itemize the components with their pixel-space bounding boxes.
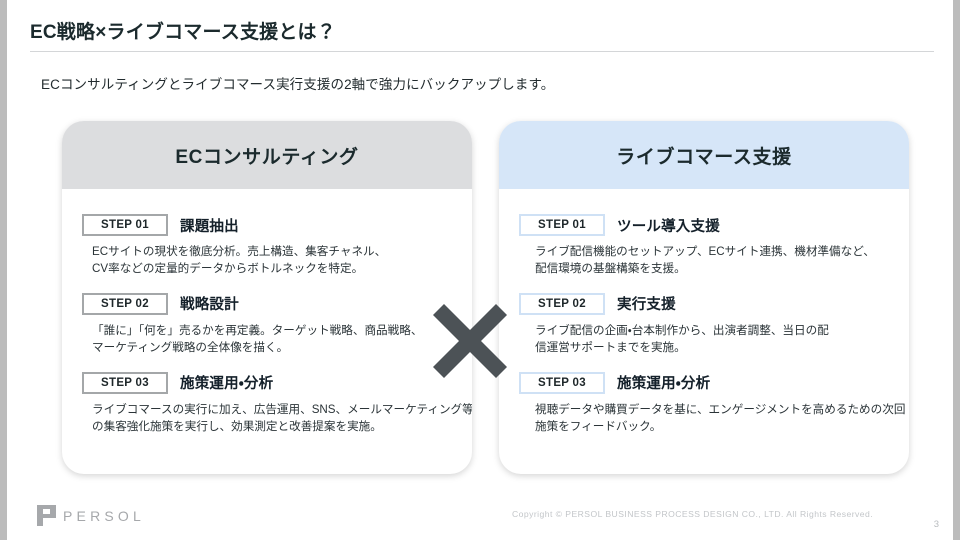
step-description-line: 施策をフィードバック。 bbox=[535, 419, 662, 433]
step-header: STEP 03 施策運用・分析 bbox=[82, 371, 452, 394]
step-description-line: 信運営サポートまでを実施。 bbox=[535, 341, 686, 355]
page-title: EC戦略×ライブコマース支援とは？ bbox=[30, 22, 336, 43]
step-title: ツール導入支援 bbox=[617, 218, 720, 235]
card-heading: ライブコマース支援 bbox=[616, 146, 792, 168]
step-description-line: ECサイトの現状を徹底分析。売上構造、集客チャネル、 bbox=[92, 245, 387, 258]
persol-logo-mark-icon bbox=[37, 505, 56, 526]
step-description: 視聴データや購買データを基に、エンゲージメントを高めるための次回 施策をフィード… bbox=[535, 401, 906, 436]
card-header-live-commerce-support: ライブコマース支援 bbox=[499, 121, 909, 189]
persol-logo: PERSOL bbox=[37, 505, 145, 526]
status-badge: STEP 03 bbox=[519, 371, 605, 394]
status-badge: STEP 02 bbox=[519, 292, 605, 315]
step-description-line: 配信環境の基盤構築を支援。 bbox=[535, 262, 686, 276]
card-live-commerce-support: ライブコマース支援 STEP 01 ツール導入支援 ライブ配信機能のセットアップ… bbox=[499, 121, 909, 474]
step-header: STEP 03 施策運用・分析 bbox=[519, 371, 889, 394]
lead-text: ECコンサルティングとライブコマース実行支援の2軸で強力にバックアップします。 bbox=[41, 77, 555, 92]
step-description-line: ライブコマースの実行に加え、広告運用、SNS、メールマーケティング等 bbox=[92, 402, 472, 416]
card-header-ec-consulting: ECコンサルティング bbox=[62, 121, 472, 189]
viewer-gutter-left bbox=[0, 0, 7, 540]
slide-page: EC戦略×ライブコマース支援とは？ ECコンサルティングとライブコマース実行支援… bbox=[7, 0, 953, 540]
cross-icon bbox=[427, 298, 513, 384]
copyright-text: Copyright © PERSOL BUSINESS PROCESS DESI… bbox=[512, 509, 874, 519]
step-description: ライブ配信の企画・台本制作から、出演者調整、当日の配 信運営サポートまでを実施。 bbox=[535, 322, 889, 357]
card-ec-consulting: ECコンサルティング STEP 01 課題抽出 ECサイトの現状を徹底分析。売上… bbox=[62, 121, 472, 474]
persol-logo-text: PERSOL bbox=[63, 507, 145, 524]
step-header: STEP 01 ツール導入支援 bbox=[519, 214, 889, 236]
step-description: ECサイトの現状を徹底分析。売上構造、集客チャネル、 CV率などの定量的データか… bbox=[92, 243, 452, 278]
step-header: STEP 02 戦略設計 bbox=[82, 292, 452, 315]
status-badge: STEP 01 bbox=[519, 214, 605, 236]
status-badge: STEP 01 bbox=[82, 214, 168, 236]
step-description: ライブ配信機能のセットアップ、ECサイト連携、機材準備など、 配信環境の基盤構築… bbox=[535, 243, 889, 278]
card-body-ec-consulting: STEP 01 課題抽出 ECサイトの現状を徹底分析。売上構造、集客チャネル、 … bbox=[62, 189, 472, 474]
step-description-line: 視聴データや購買データを基に、エンゲージメントを高めるための次回 bbox=[535, 402, 906, 416]
status-badge: STEP 03 bbox=[82, 371, 168, 394]
step-description: ライブコマースの実行に加え、広告運用、SNS、メールマーケティング等 の集客強化… bbox=[92, 401, 472, 436]
step-description-line: の集客強化施策を実行し、効果測定と改善提案を実施。 bbox=[92, 419, 382, 433]
step-title: 戦略設計 bbox=[180, 297, 239, 314]
card-heading: ECコンサルティング bbox=[175, 146, 359, 168]
step-title: 施策運用・分析 bbox=[617, 376, 711, 393]
status-badge: STEP 02 bbox=[82, 292, 168, 315]
page-number: 3 bbox=[933, 519, 939, 530]
step-item: STEP 02 戦略設計 「誰に」「何を」売るかを再定義。ターゲット戦略、商品戦… bbox=[82, 292, 452, 357]
step-description: 「誰に」「何を」売るかを再定義。ターゲット戦略、商品戦略、 マーケティング戦略の… bbox=[92, 322, 452, 357]
step-title: 実行支援 bbox=[617, 297, 676, 314]
step-description-line: CV率などの定量的データからボトルネックを特定。 bbox=[92, 262, 364, 276]
step-title: 課題抽出 bbox=[180, 218, 239, 235]
step-description-line: マーケティング戦略の全体像を描く。 bbox=[92, 341, 289, 355]
step-item: STEP 01 課題抽出 ECサイトの現状を徹底分析。売上構造、集客チャネル、 … bbox=[82, 214, 452, 278]
step-header: STEP 02 実行支援 bbox=[519, 292, 889, 315]
step-item: STEP 03 施策運用・分析 ライブコマースの実行に加え、広告運用、SNS、メ… bbox=[82, 371, 472, 436]
step-item: STEP 01 ツール導入支援 ライブ配信機能のセットアップ、ECサイト連携、機… bbox=[519, 214, 889, 278]
step-description-line: ライブ配信機能のセットアップ、ECサイト連携、機材準備など、 bbox=[535, 245, 875, 258]
step-header: STEP 01 課題抽出 bbox=[82, 214, 452, 236]
step-description-line: ライブ配信の企画・台本制作から、出演者調整、当日の配 bbox=[535, 323, 829, 337]
title-divider bbox=[30, 51, 934, 52]
viewer-gutter-right bbox=[953, 0, 960, 540]
step-item: STEP 02 実行支援 ライブ配信の企画・台本制作から、出演者調整、当日の配 … bbox=[519, 292, 889, 357]
step-title: 施策運用・分析 bbox=[180, 376, 274, 393]
card-body-live-commerce-support: STEP 01 ツール導入支援 ライブ配信機能のセットアップ、ECサイト連携、機… bbox=[499, 189, 909, 474]
step-item: STEP 03 施策運用・分析 視聴データや購買データを基に、エンゲージメントを… bbox=[519, 371, 906, 436]
step-description-line: 「誰に」「何を」売るかを再定義。ターゲット戦略、商品戦略、 bbox=[92, 323, 423, 337]
